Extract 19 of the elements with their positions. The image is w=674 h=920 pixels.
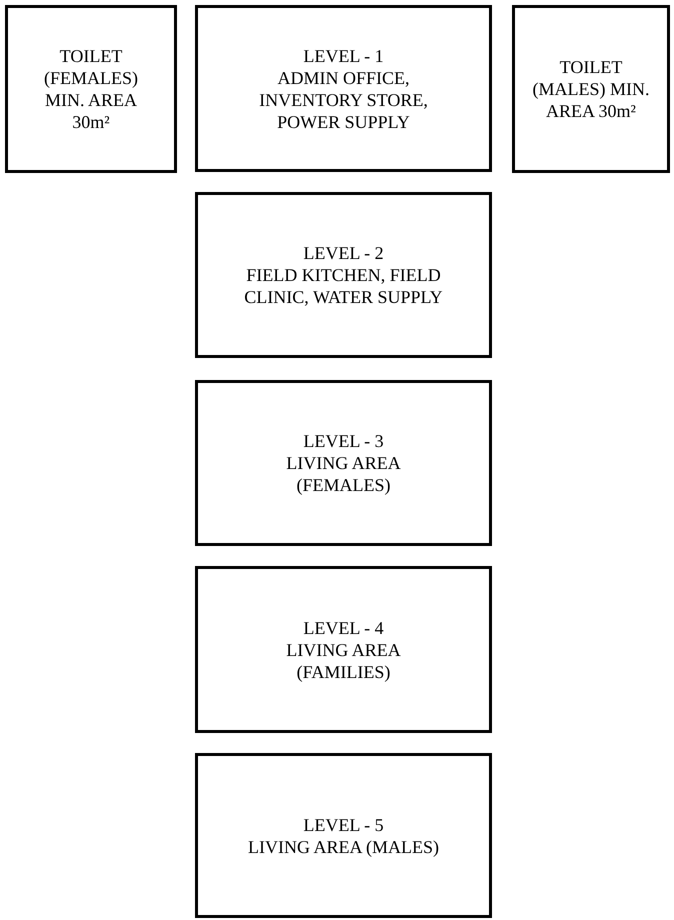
level-box <box>195 5 492 172</box>
box-text: LIVING AREA (MALES) <box>248 836 439 858</box>
level-box <box>195 753 492 918</box>
level-box <box>512 5 670 173</box>
box-heading: TOILET (FEMALES) MIN. AREA 30m² <box>43 45 139 133</box>
box-text: LIVING AREA (FEMALES) <box>285 452 402 496</box>
box-heading: LEVEL - 4 <box>303 616 384 638</box>
level-box <box>195 380 492 546</box>
box-text: LIVING AREA (FAMILIES) <box>285 638 402 682</box>
box-text: ADMIN OFFICE, INVENTORY STORE, POWER SUPPLY <box>258 66 429 132</box>
box-heading: LEVEL - 1 <box>303 44 384 66</box>
box-heading: LEVEL - 2 <box>303 242 384 264</box>
level-box <box>195 192 492 358</box>
box-text: FIELD KITCHEN, FIELD CLINIC, WATER SUPPLY <box>244 264 444 308</box>
box-heading: LEVEL - 5 <box>303 814 384 836</box>
level-box <box>195 566 492 733</box>
box-heading: LEVEL - 3 <box>303 430 384 452</box>
box-heading: TOILET (MALES) MIN. AREA 30m² <box>532 56 650 122</box>
level-box <box>5 5 177 173</box>
